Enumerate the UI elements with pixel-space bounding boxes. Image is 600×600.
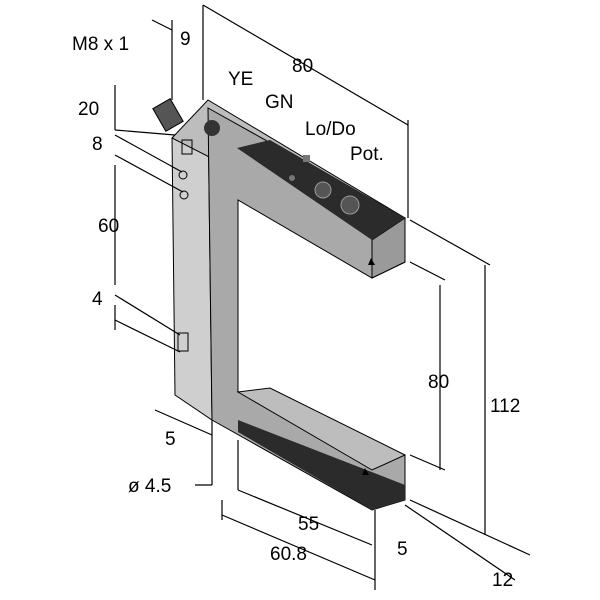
label-hole-offset: 8 xyxy=(92,134,103,155)
label-hole-spacing: 60 xyxy=(98,216,119,237)
led-ye-icon xyxy=(289,175,295,181)
label-overall-width: 80 xyxy=(292,56,313,77)
dimension-lines xyxy=(114,4,531,590)
label-lower-offset: 4 xyxy=(92,289,103,310)
label-overall-depth: 60.8 xyxy=(270,544,307,565)
triangle-marker-top xyxy=(368,258,375,265)
label-column-depth: 5 xyxy=(165,429,176,450)
label-light-dark: Lo/Do xyxy=(305,119,356,140)
label-overall-height: 112 xyxy=(490,396,520,417)
label-fork-depth: 55 xyxy=(298,514,319,535)
label-top-offset: 20 xyxy=(78,99,99,120)
led-gn-icon xyxy=(303,155,310,162)
pot-icon xyxy=(340,195,360,215)
led-square xyxy=(181,139,193,155)
mount-hole-top xyxy=(204,120,220,136)
label-led-yellow: YE xyxy=(228,69,253,90)
label-thread: M8 x 1 xyxy=(72,34,129,55)
bottom-strip xyxy=(238,420,405,510)
slot xyxy=(177,332,189,352)
m8-connector xyxy=(152,98,184,132)
label-fork-gap: 80 xyxy=(428,372,449,393)
hole-1 xyxy=(178,170,188,180)
label-potentiometer: Pot. xyxy=(350,144,384,165)
label-hole-diameter: ø 4.5 xyxy=(128,476,171,497)
hole-2 xyxy=(179,190,189,200)
triangle-marker-bottom xyxy=(362,468,369,475)
lower-arm-top-face xyxy=(236,387,407,471)
lo-do-switch-icon xyxy=(314,181,332,199)
label-arm-end: 5 xyxy=(397,539,408,560)
label-connector-offset: 9 xyxy=(180,29,191,50)
label-led-green: GN xyxy=(265,92,294,113)
label-thickness: 12 xyxy=(492,570,513,591)
